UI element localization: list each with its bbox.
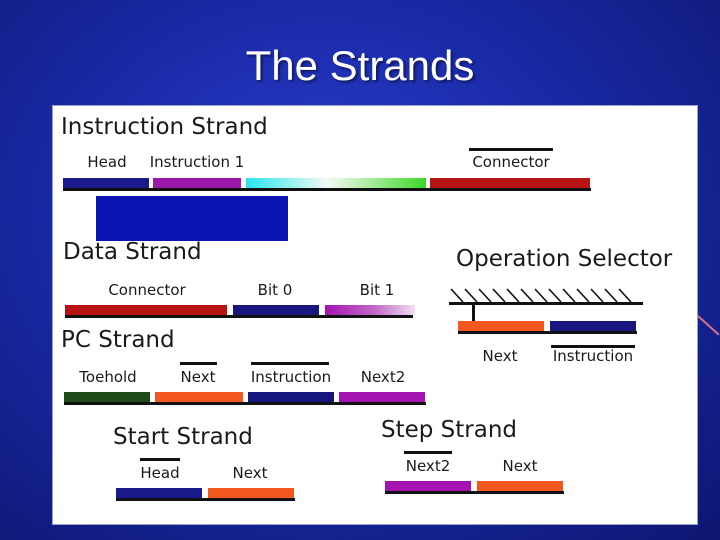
step-strand-next2-overline	[404, 451, 452, 454]
instruction-strand-baseline	[63, 188, 591, 191]
start-strand-baseline	[116, 498, 295, 501]
step-strand-next-label: Next	[502, 457, 538, 475]
pc-strand-next-label: Next	[180, 368, 216, 386]
instruction-strand-connector-label: Connector	[472, 153, 550, 171]
slide-title: The Strands	[245, 42, 475, 89]
operation-selector-surface	[449, 288, 643, 321]
step-strand-next2-label: Next2	[405, 457, 451, 475]
operation-selector-instruction-label: Instruction	[552, 347, 634, 365]
start-strand-heading: Start Strand	[113, 424, 253, 450]
data-strand-heading: Data Strand	[63, 239, 202, 265]
surface-hatching	[450, 288, 632, 303]
instruction-strand-heading: Instruction Strand	[61, 114, 268, 140]
start-strand-next-label: Next	[232, 464, 268, 482]
data-strand-connector-label: Connector	[108, 281, 186, 299]
operation-selector-heading: Operation Selector	[456, 246, 673, 272]
data-strand-bit1-segment	[325, 305, 415, 315]
operation-selector-next-segment	[458, 321, 544, 331]
data-strand-baseline	[65, 315, 413, 318]
data-strand-bit0-segment	[233, 305, 319, 315]
pc-strand-next2-label: Next2	[360, 368, 406, 386]
pc-strand-toehold-segment	[64, 392, 150, 402]
data-strand-connector-segment	[65, 305, 227, 315]
instruction-strand-head-label: Head	[87, 153, 127, 171]
instruction-strand-gradient-segment	[246, 178, 426, 188]
diagram-panel: Instruction Strand Head Instruction 1 Co…	[52, 105, 698, 525]
decorative-line	[697, 315, 720, 336]
start-strand-head-segment	[116, 488, 202, 498]
pc-strand-next2-segment	[339, 392, 425, 402]
instruction-strand-instruction1-label: Instruction 1	[149, 153, 245, 171]
step-strand-baseline	[385, 491, 564, 494]
pc-strand-next-overline	[180, 362, 217, 365]
pc-strand-baseline	[64, 402, 426, 405]
start-strand-head-label: Head	[140, 464, 180, 482]
step-strand-next2-segment	[385, 481, 471, 491]
data-strand-bit0-label: Bit 0	[257, 281, 293, 299]
data-strand-bit1-label: Bit 1	[359, 281, 395, 299]
pc-strand-instruction-overline	[251, 362, 329, 365]
pc-strand-next-segment	[155, 392, 243, 402]
operation-selector-next-label: Next	[482, 347, 518, 365]
operation-selector-instruction-overline	[551, 345, 635, 348]
start-strand-head-overline	[140, 458, 180, 461]
step-strand-next-segment	[477, 481, 563, 491]
cover-block	[96, 196, 288, 241]
pc-strand-instruction-label: Instruction	[250, 368, 332, 386]
instruction-strand-connector-overline	[469, 148, 553, 151]
step-strand-heading: Step Strand	[381, 417, 518, 443]
pc-strand-heading: PC Strand	[61, 327, 175, 353]
start-strand-next-segment	[208, 488, 294, 498]
operation-selector-baseline	[458, 331, 637, 334]
instruction-strand-connector-segment	[430, 178, 590, 188]
surface-tether	[472, 305, 475, 321]
instruction-strand-instruction1-segment	[153, 178, 241, 188]
instruction-strand-head-segment	[63, 178, 149, 188]
operation-selector-instruction-segment	[550, 321, 636, 331]
pc-strand-instruction-segment	[248, 392, 334, 402]
surface-line	[449, 302, 643, 305]
pc-strand-toehold-label: Toehold	[79, 368, 137, 386]
